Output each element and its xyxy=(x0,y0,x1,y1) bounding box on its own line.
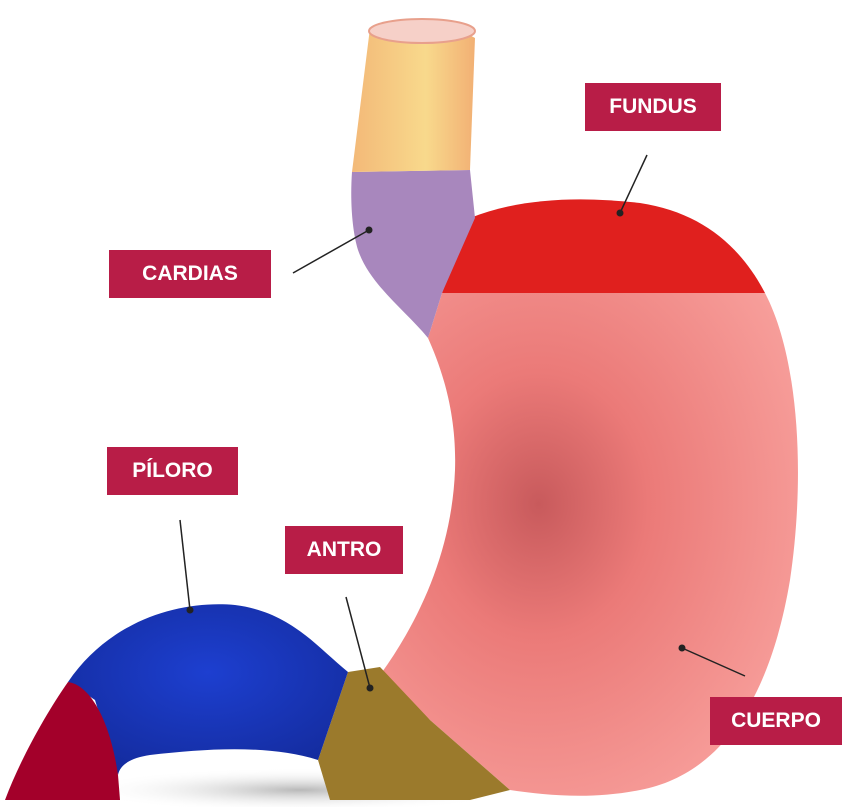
esophagus-region xyxy=(352,25,475,172)
fundus-region xyxy=(442,199,765,293)
piloro-leader-dot xyxy=(187,607,194,614)
antro-label: ANTRO xyxy=(285,526,403,574)
cardias-leader-line xyxy=(293,230,369,273)
cardias-label: CARDIAS xyxy=(109,250,271,298)
antro-leader-dot xyxy=(367,685,374,692)
piloro-label: PÍLORO xyxy=(107,447,238,495)
cuerpo-leader-dot xyxy=(679,645,686,652)
piloro-leader-line xyxy=(180,520,190,610)
esophagus-opening xyxy=(369,19,475,43)
fundus-leader-dot xyxy=(617,210,624,217)
cardias-leader-dot xyxy=(366,227,373,234)
cuerpo-label: CUERPO xyxy=(710,697,842,745)
fundus-label: FUNDUS xyxy=(585,83,721,131)
